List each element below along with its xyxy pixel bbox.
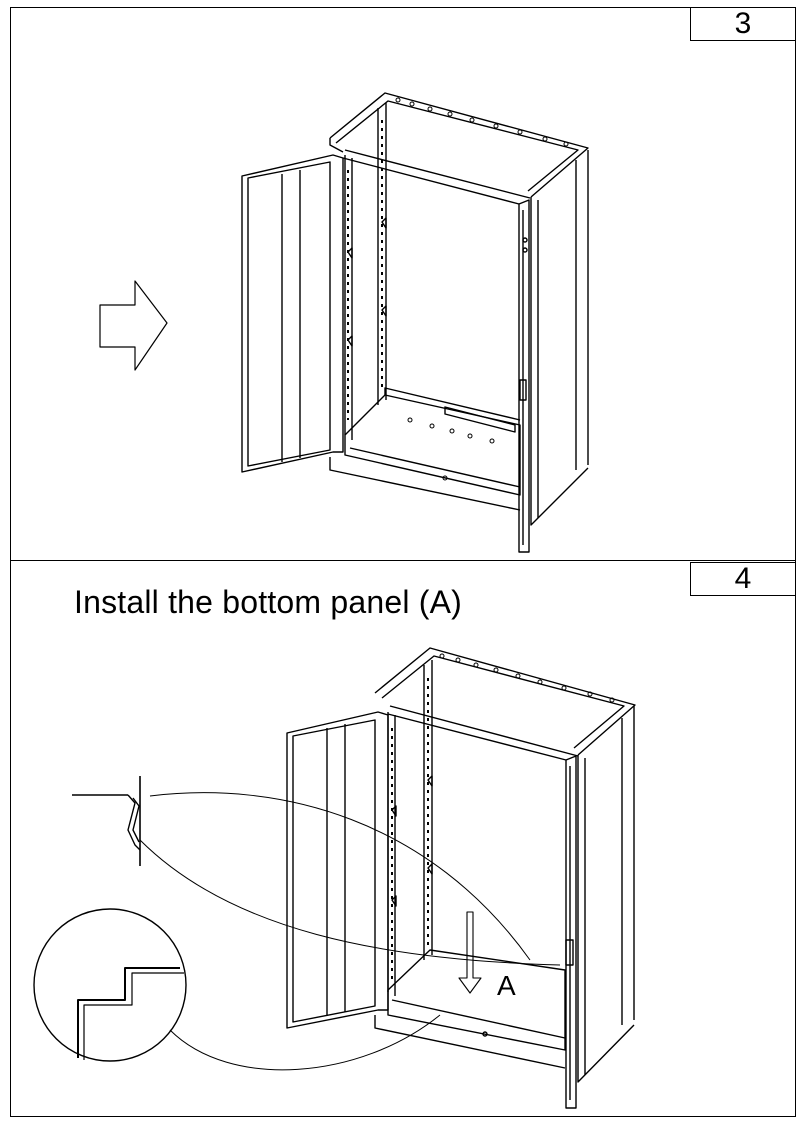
step-number-3: 3 [690,7,796,41]
step-4-instruction: Install the bottom panel (A) [74,584,463,620]
step-3-illustration [99,92,589,553]
step-number-4: 4 [690,562,796,596]
right-arrow-icon [99,280,168,371]
cabinet-frame [329,92,589,553]
part-label-a: A [497,970,516,1001]
left-door [241,154,344,473]
step-divider [10,560,796,561]
